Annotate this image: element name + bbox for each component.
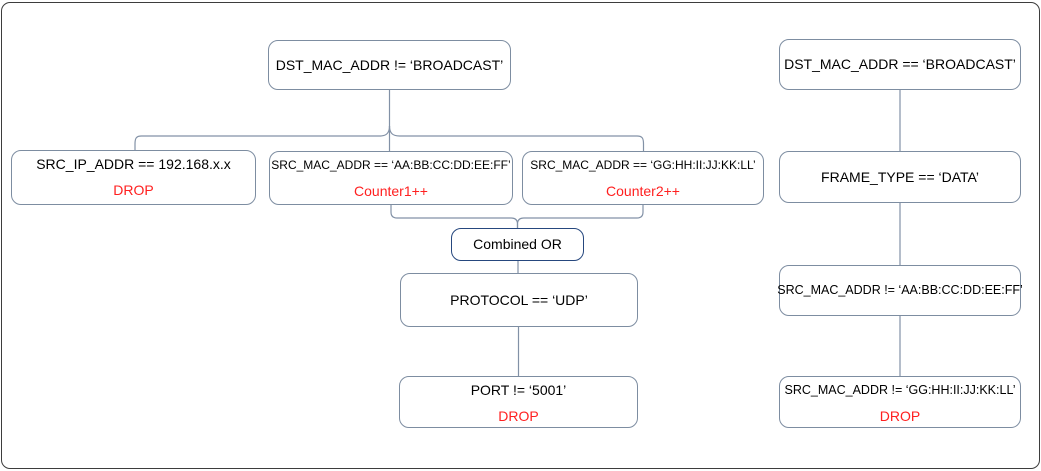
condition-text: SRC_MAC_ADDR == ‘AA:BB:CC:DD:EE:FF’ (271, 158, 511, 172)
condition-text: DST_MAC_ADDR != ‘BROADCAST’ (275, 56, 504, 73)
action-label: DROP (113, 182, 154, 198)
node-combined-or: Combined OR (451, 228, 584, 261)
condition-text: PROTOCOL == ‘UDP’ (450, 291, 588, 308)
node-src-ip-drop: SRC_IP_ADDR == 192.168.x.x DROP (11, 150, 256, 205)
node-src-mac-gg-counter2: SRC_MAC_ADDR == ‘GG:HH:II:JJ:KK:LL’ Coun… (522, 151, 764, 205)
condition-text: FRAME_TYPE == ‘DATA’ (821, 168, 979, 185)
action-label: Counter2++ (606, 183, 680, 199)
node-src-mac-neq-aa: SRC_MAC_ADDR != ‘AA:BB:CC:DD:EE:FF’ (777, 265, 1023, 316)
node-dst-mac-broadcast: DST_MAC_ADDR == ‘BROADCAST’ (779, 39, 1021, 90)
node-frame-type-data: FRAME_TYPE == ‘DATA’ (779, 151, 1021, 203)
edge-branch-left (134, 125, 391, 150)
edge-branch-right (388, 125, 645, 151)
action-label: DROP (498, 408, 539, 424)
condition-text: SRC_IP_ADDR == 192.168.x.x (36, 156, 231, 172)
node-dst-mac-not-broadcast: DST_MAC_ADDR != ‘BROADCAST’ (268, 40, 511, 90)
node-protocol-udp: PROTOCOL == ‘UDP’ (400, 273, 638, 327)
edge-merge-left (390, 205, 519, 228)
condition-text: SRC_MAC_ADDR != ‘GG:HH:II:JJ:KK:LL’ (784, 383, 1016, 397)
condition-text: DST_MAC_ADDR == ‘BROADCAST’ (784, 56, 1016, 72)
condition-text: PORT != ‘5001’ (470, 382, 567, 398)
edge-merge-right (516, 205, 644, 228)
condition-text: SRC_MAC_ADDR == ‘GG:HH:II:JJ:KK:LL’ (530, 158, 756, 172)
action-label: Counter1++ (354, 183, 428, 199)
condition-text: SRC_MAC_ADDR != ‘AA:BB:CC:DD:EE:FF’ (777, 283, 1023, 297)
node-src-mac-neq-gg-drop: SRC_MAC_ADDR != ‘GG:HH:II:JJ:KK:LL’ DROP (779, 376, 1021, 428)
action-label: DROP (879, 408, 921, 424)
node-src-mac-aa-counter1: SRC_MAC_ADDR == ‘AA:BB:CC:DD:EE:FF’ Coun… (269, 151, 513, 205)
node-port-drop: PORT != ‘5001’ DROP (399, 376, 638, 428)
combined-or-label: Combined OR (473, 236, 562, 252)
